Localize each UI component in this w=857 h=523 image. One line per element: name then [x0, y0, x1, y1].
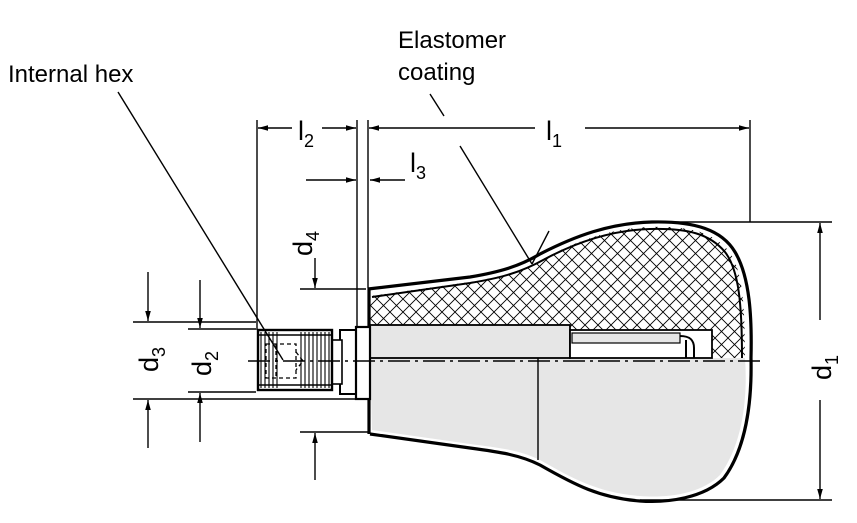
flange [354, 325, 372, 401]
knob-upper-hatched-section [370, 226, 745, 358]
knob-lower-half [370, 358, 746, 497]
internal-bore [369, 324, 713, 359]
dimension-l2 [256, 120, 358, 330]
internal-hex-leader [117, 91, 284, 361]
dimension-l1 [367, 120, 751, 288]
d2-label: d2 [187, 351, 222, 376]
thread-lines [260, 332, 330, 388]
knob-body [367, 220, 753, 503]
d3-label: d3 [134, 347, 169, 372]
shaft [256, 325, 372, 401]
elastomer-leader-tick [531, 230, 550, 265]
internal-hex-label: Internal hex [8, 61, 133, 88]
elastomer-leader-upper [429, 93, 445, 117]
dimension-d2 [188, 280, 256, 442]
bore-insert [571, 332, 681, 344]
bore-large-step [369, 324, 571, 359]
l1-label: l1 [546, 116, 562, 151]
d1-label: d1 [807, 355, 842, 380]
bore-end-hook [679, 335, 695, 358]
core-inner-outline [371, 227, 743, 359]
dimension-d1 [640, 221, 832, 501]
elastomer-label-line2: coating [398, 59, 475, 86]
elastomer-coating-outline [367, 220, 753, 503]
elastomer-label-line1: Elastomer [398, 27, 506, 54]
l2-label: l2 [298, 116, 314, 151]
dimension-d4 [300, 258, 370, 480]
l3-label: l3 [410, 148, 426, 183]
d4-label: d4 [288, 231, 323, 256]
dimension-d3 [133, 272, 356, 448]
elastomer-leader-lower [459, 145, 533, 265]
